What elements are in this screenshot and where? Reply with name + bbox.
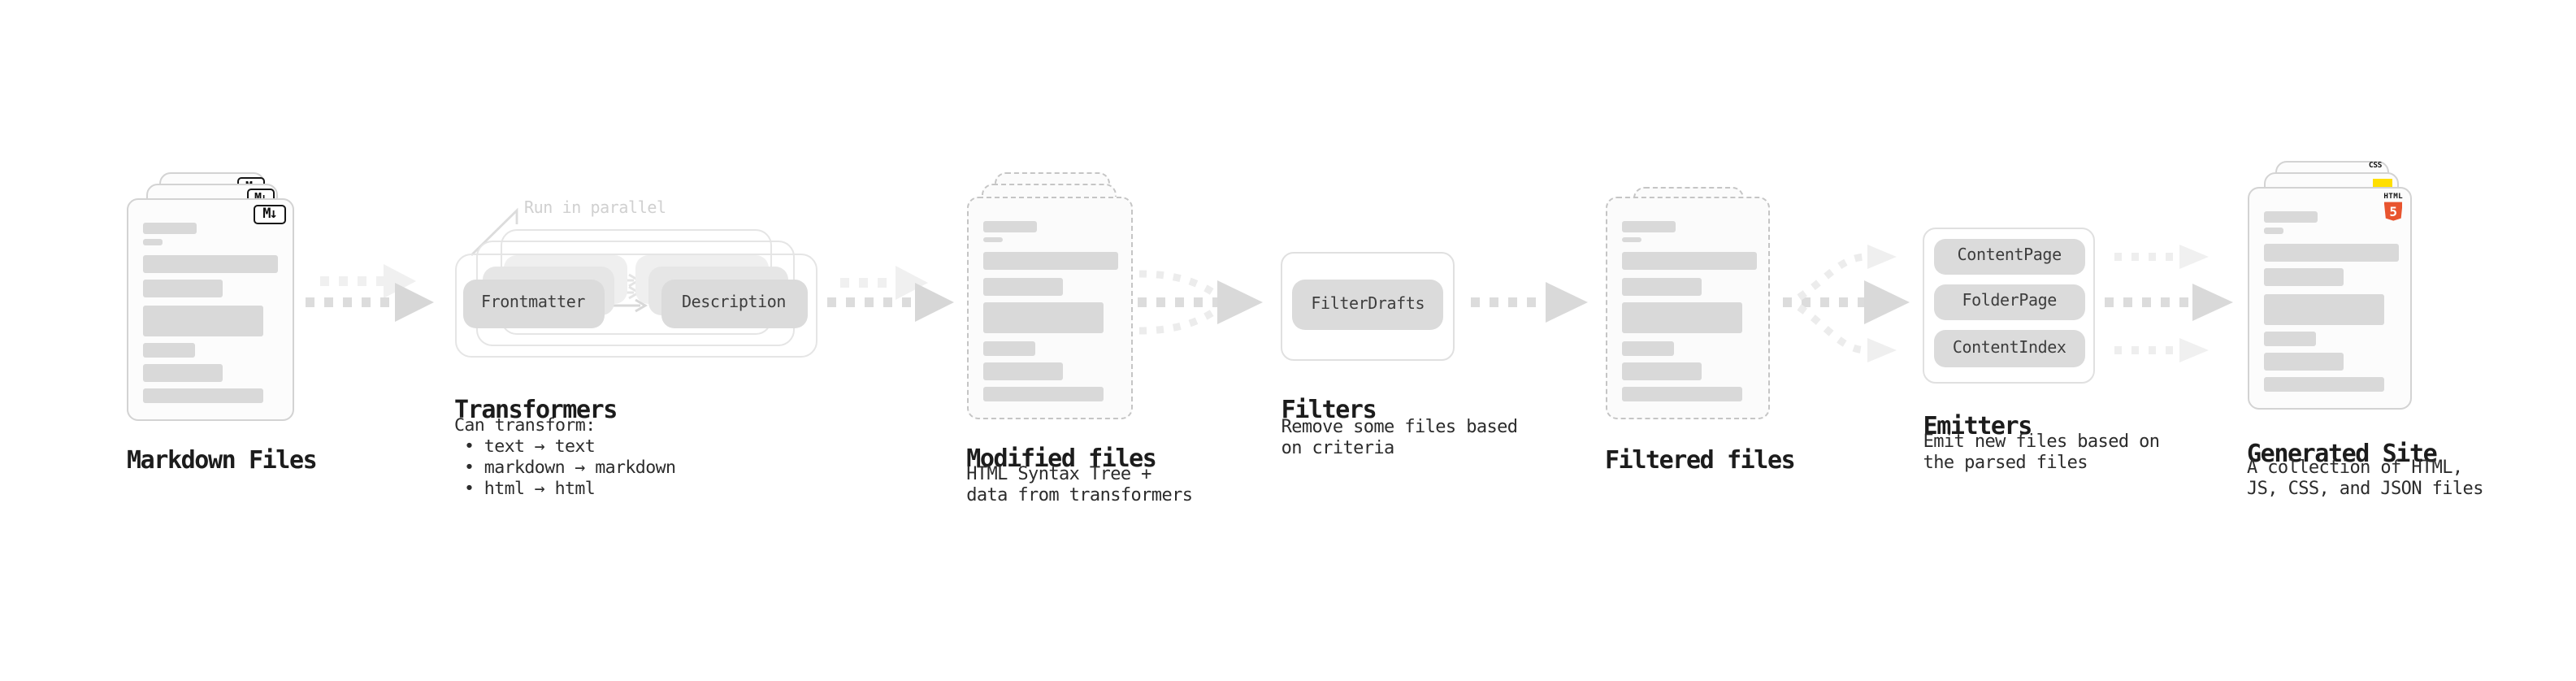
filtered-file-card-front — [1605, 196, 1771, 419]
doc-text-placeholder-bar — [2263, 293, 2383, 324]
html5-icon-shield: 5 — [2383, 202, 2403, 221]
filters-desc-line: Remove some files based — [1281, 415, 1518, 437]
doc-text-placeholder-bar — [2263, 228, 2283, 233]
transformer-node-description: Description — [661, 279, 807, 327]
doc-text-placeholder-bar — [982, 252, 1118, 271]
arrow-markdown-to-transformers — [306, 264, 434, 322]
js-file-icon — [2373, 178, 2392, 187]
doc-text-placeholder-bar — [1621, 362, 1701, 380]
doc-text-placeholder-bar — [2263, 377, 2383, 392]
emitters-desc-line: Emit new files based on — [1923, 431, 2160, 452]
modified-files-desc-line: HTML Syntax Tree + — [966, 463, 1151, 484]
arrow-filters-to-filtered — [1471, 282, 1588, 323]
doc-text-placeholder-bar — [143, 239, 163, 245]
doc-text-placeholder-bar — [1621, 340, 1673, 356]
stage-label-transformers: Transformers — [454, 395, 618, 425]
doc-text-placeholder-bar — [143, 223, 197, 234]
arrow-modified-to-filters-fan-in — [1138, 270, 1263, 335]
doc-text-placeholder-bar — [1621, 220, 1675, 232]
emitters-desc-line: the parsed files — [1923, 451, 2088, 473]
transformers-note-title: Can transform: — [454, 414, 596, 436]
html5-icon: HTML 5 — [2383, 193, 2403, 221]
doc-text-placeholder-bar — [1621, 386, 1741, 401]
arrow-emitters-to-generated — [2105, 245, 2233, 362]
generated-file-card-html — [2247, 187, 2413, 410]
doc-text-placeholder-bar — [143, 364, 223, 382]
doc-text-placeholder-bar — [143, 305, 263, 336]
doc-text-placeholder-bar — [1621, 302, 1741, 334]
markdown-icon: M↓ — [254, 205, 285, 224]
stage-label-filtered-files: Filtered files — [1605, 445, 1796, 475]
doc-text-placeholder-bar — [2263, 332, 2315, 346]
stage-label-emitters: Emitters — [1923, 411, 2033, 441]
doc-text-placeholder-bar — [2263, 353, 2343, 371]
transformers-note-item: • text → text — [464, 436, 596, 458]
transformer-layer-box-front — [454, 253, 817, 358]
arrow-transformers-to-modified — [827, 266, 954, 322]
doc-text-placeholder-bar — [143, 280, 223, 297]
doc-text-placeholder-bar — [143, 388, 263, 403]
stage-label-filters: Filters — [1281, 395, 1377, 425]
doc-text-placeholder-bar — [143, 343, 195, 358]
transformer-node-frontmatter: Frontmatter — [462, 279, 604, 327]
doc-text-placeholder-bar — [982, 362, 1063, 380]
emitter-node-contentindex: ContentIndex — [1933, 330, 2086, 367]
generated-site-desc-line: JS, CSS, and JSON files — [2247, 477, 2483, 498]
stage-label-markdown-files: Markdown Files — [127, 445, 318, 475]
emitter-node-contentpage: ContentPage — [1933, 238, 2086, 275]
css-icon-label: CSS — [2368, 162, 2383, 171]
doc-text-placeholder-bar — [982, 277, 1063, 296]
doc-text-placeholder-bar — [2263, 211, 2317, 223]
doc-text-placeholder-bar — [2263, 268, 2343, 286]
arrow-filtered-to-emitters-fan-out — [1783, 245, 1910, 362]
doc-text-placeholder-bar — [1621, 236, 1641, 243]
doc-text-placeholder-bar — [982, 220, 1037, 232]
markdown-file-card-front — [127, 198, 293, 421]
transformers-note-item: • html → html — [464, 477, 596, 499]
html5-icon-label: HTML — [2383, 193, 2404, 201]
doc-text-placeholder-bar — [143, 254, 278, 272]
run-in-parallel-note: Run in parallel — [524, 200, 666, 218]
doc-text-placeholder-bar — [982, 236, 1003, 243]
modified-files-desc-line: data from transformers — [966, 484, 1193, 505]
doc-text-placeholder-bar — [982, 386, 1104, 401]
doc-text-placeholder-bar — [982, 340, 1035, 356]
doc-text-placeholder-bar — [1621, 252, 1756, 271]
generated-site-desc-line: A collection of HTML, — [2247, 457, 2463, 478]
stage-label-generated-site: Generated Site — [2247, 438, 2438, 468]
filter-node-filterdrafts: FilterDrafts — [1292, 279, 1443, 329]
emitter-node-folderpage: FolderPage — [1933, 284, 2086, 321]
modified-file-card-front — [966, 196, 1133, 419]
filters-desc-line: on criteria — [1281, 436, 1395, 458]
doc-text-placeholder-bar — [2263, 243, 2398, 261]
doc-text-placeholder-bar — [1621, 277, 1701, 296]
transformers-note-item: • markdown → markdown — [464, 457, 676, 479]
stage-label-modified-files: Modified files — [966, 444, 1157, 474]
doc-text-placeholder-bar — [982, 302, 1104, 334]
